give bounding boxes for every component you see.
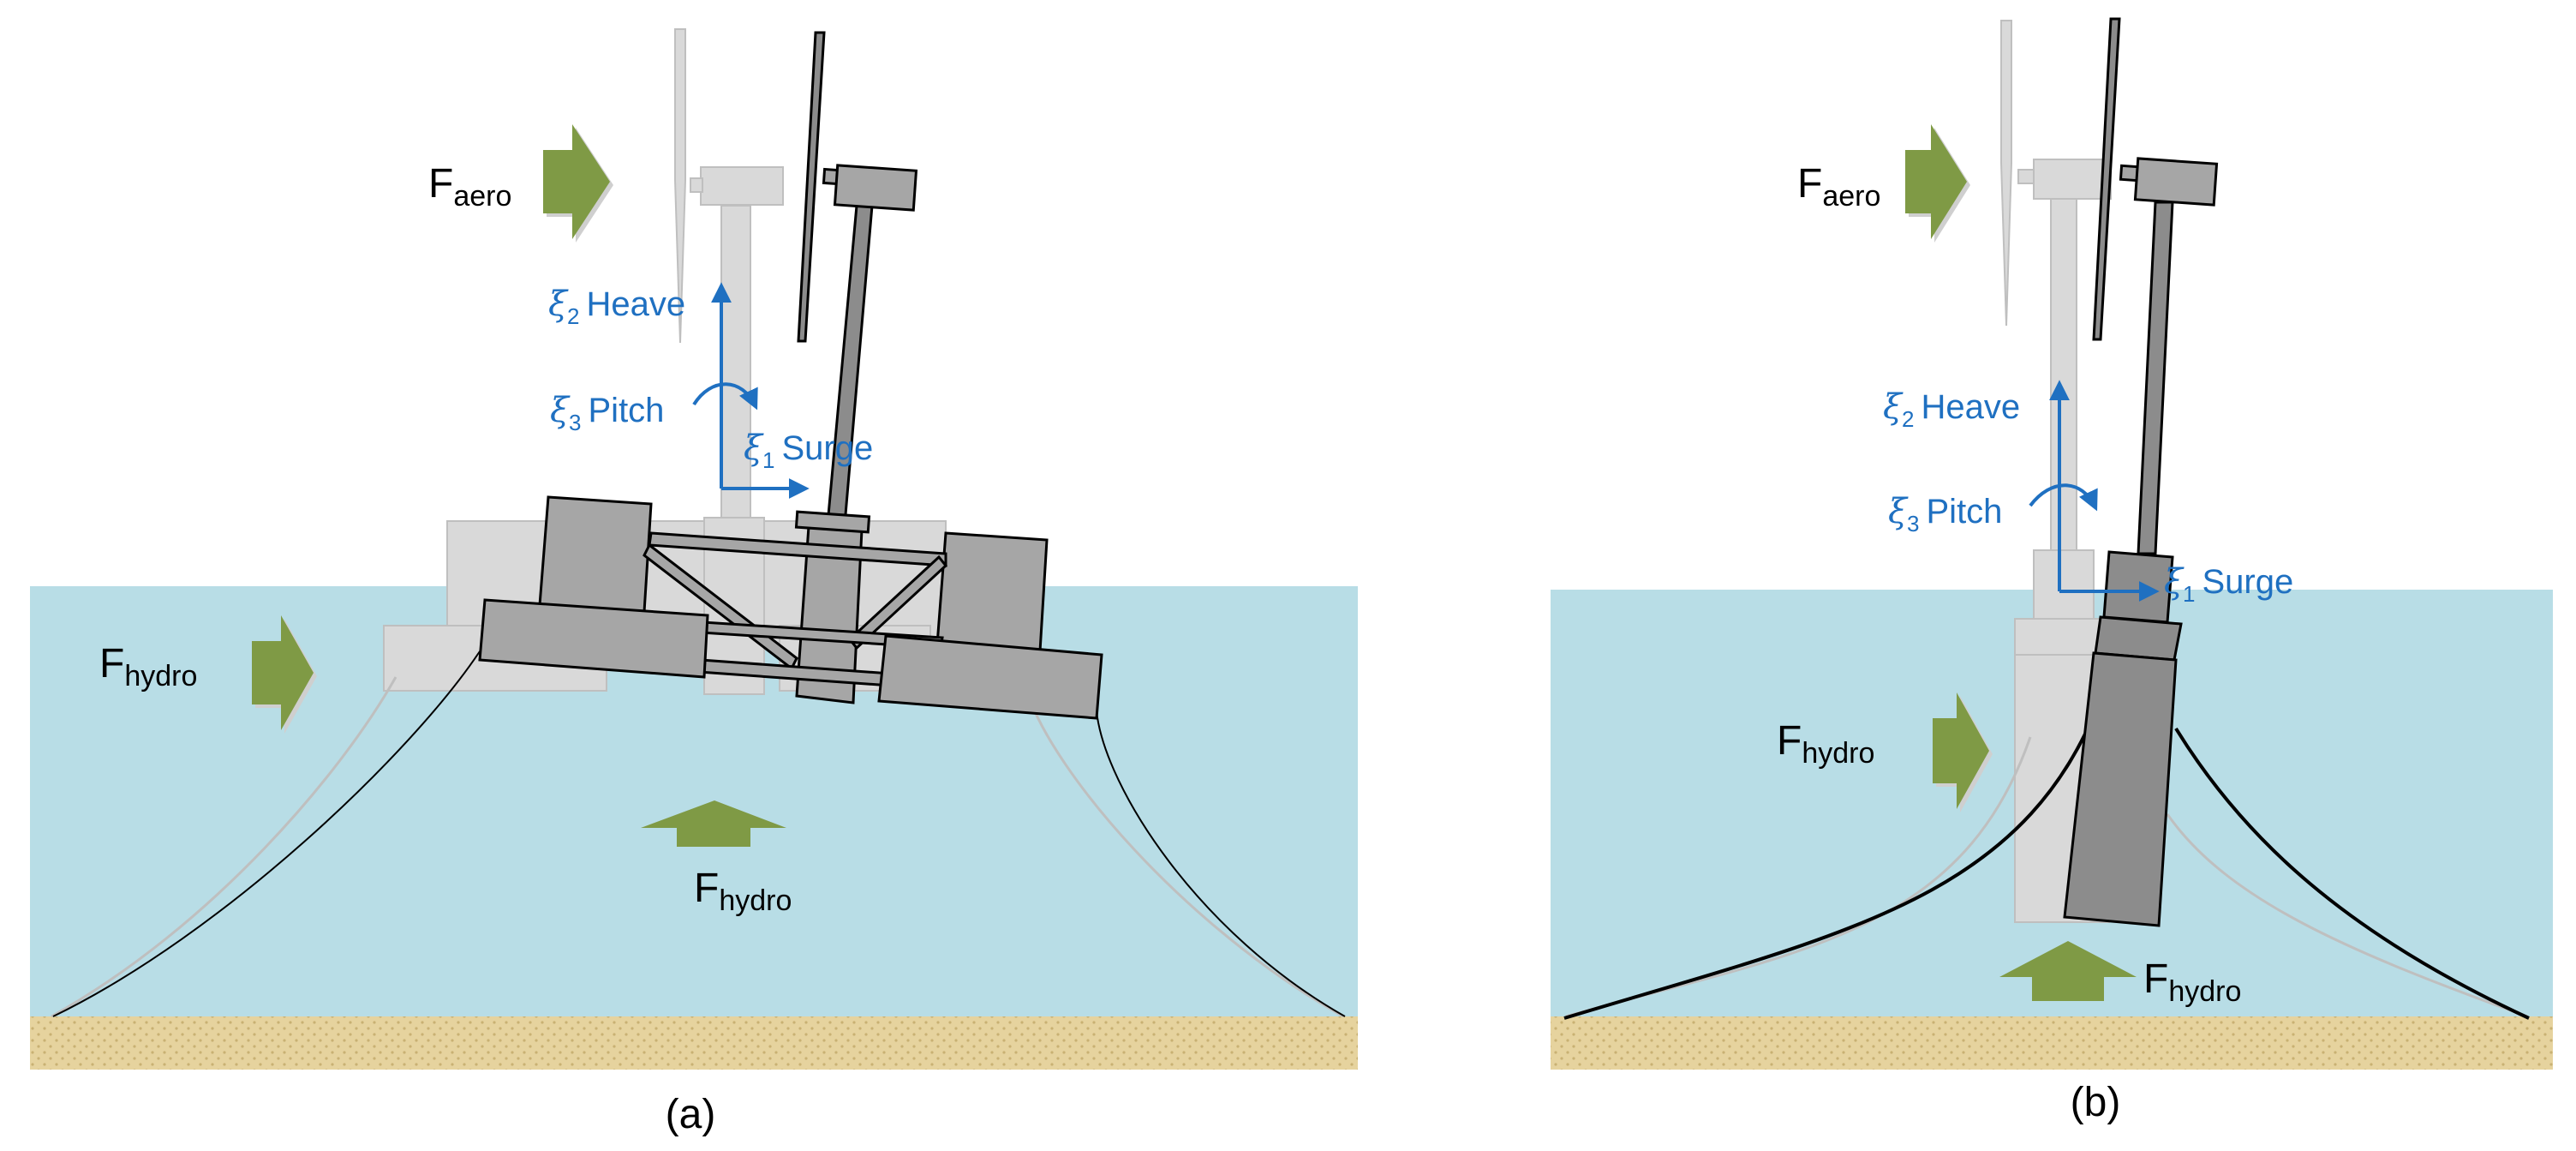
- dof-arrows-a: [692, 282, 810, 499]
- pitch-arrow-b: [2029, 483, 2098, 512]
- hydro-side-force-label-a: Fhydro: [99, 641, 197, 692]
- aero-force-label-b: Faero: [1797, 161, 1880, 213]
- hydro-bottom-force-label-a: Fhydro: [694, 866, 792, 917]
- pitched-spar-b: [2063, 17, 2219, 927]
- pitched-turbine-a: [478, 31, 1103, 720]
- hydro-bottom-force-arrow-b: [1999, 941, 2137, 1001]
- aero-force-label-a: Faero: [428, 161, 511, 213]
- hydro-bottom-force-arrow-a: [641, 800, 786, 847]
- hydro-side-force-arrow-a: [252, 615, 314, 730]
- hydro-side-force-label-b: Fhydro: [1777, 718, 1874, 770]
- aero-force-arrow-b: [1905, 124, 1967, 239]
- caption-a: (a): [666, 1092, 716, 1137]
- force-arrows-b: [1905, 124, 2137, 1001]
- seabed-b: [1551, 1016, 2553, 1070]
- ghost-turbine-a: [383, 28, 947, 695]
- aero-force-arrow-a: [543, 124, 610, 239]
- mooring-lines-a: [51, 650, 1346, 1018]
- mooring-lines-b: [1563, 702, 2530, 1020]
- caption-b: (b): [2071, 1080, 2121, 1125]
- hydro-bottom-force-label-b: Fhydro: [2143, 956, 2241, 1008]
- dof-arrows-b: [2029, 380, 2160, 602]
- pitch-arrow-a: [692, 382, 758, 411]
- seabed-a: [30, 1016, 1358, 1070]
- hydro-side-force-arrow-b: [1933, 692, 1989, 809]
- force-arrows-a: [252, 124, 786, 847]
